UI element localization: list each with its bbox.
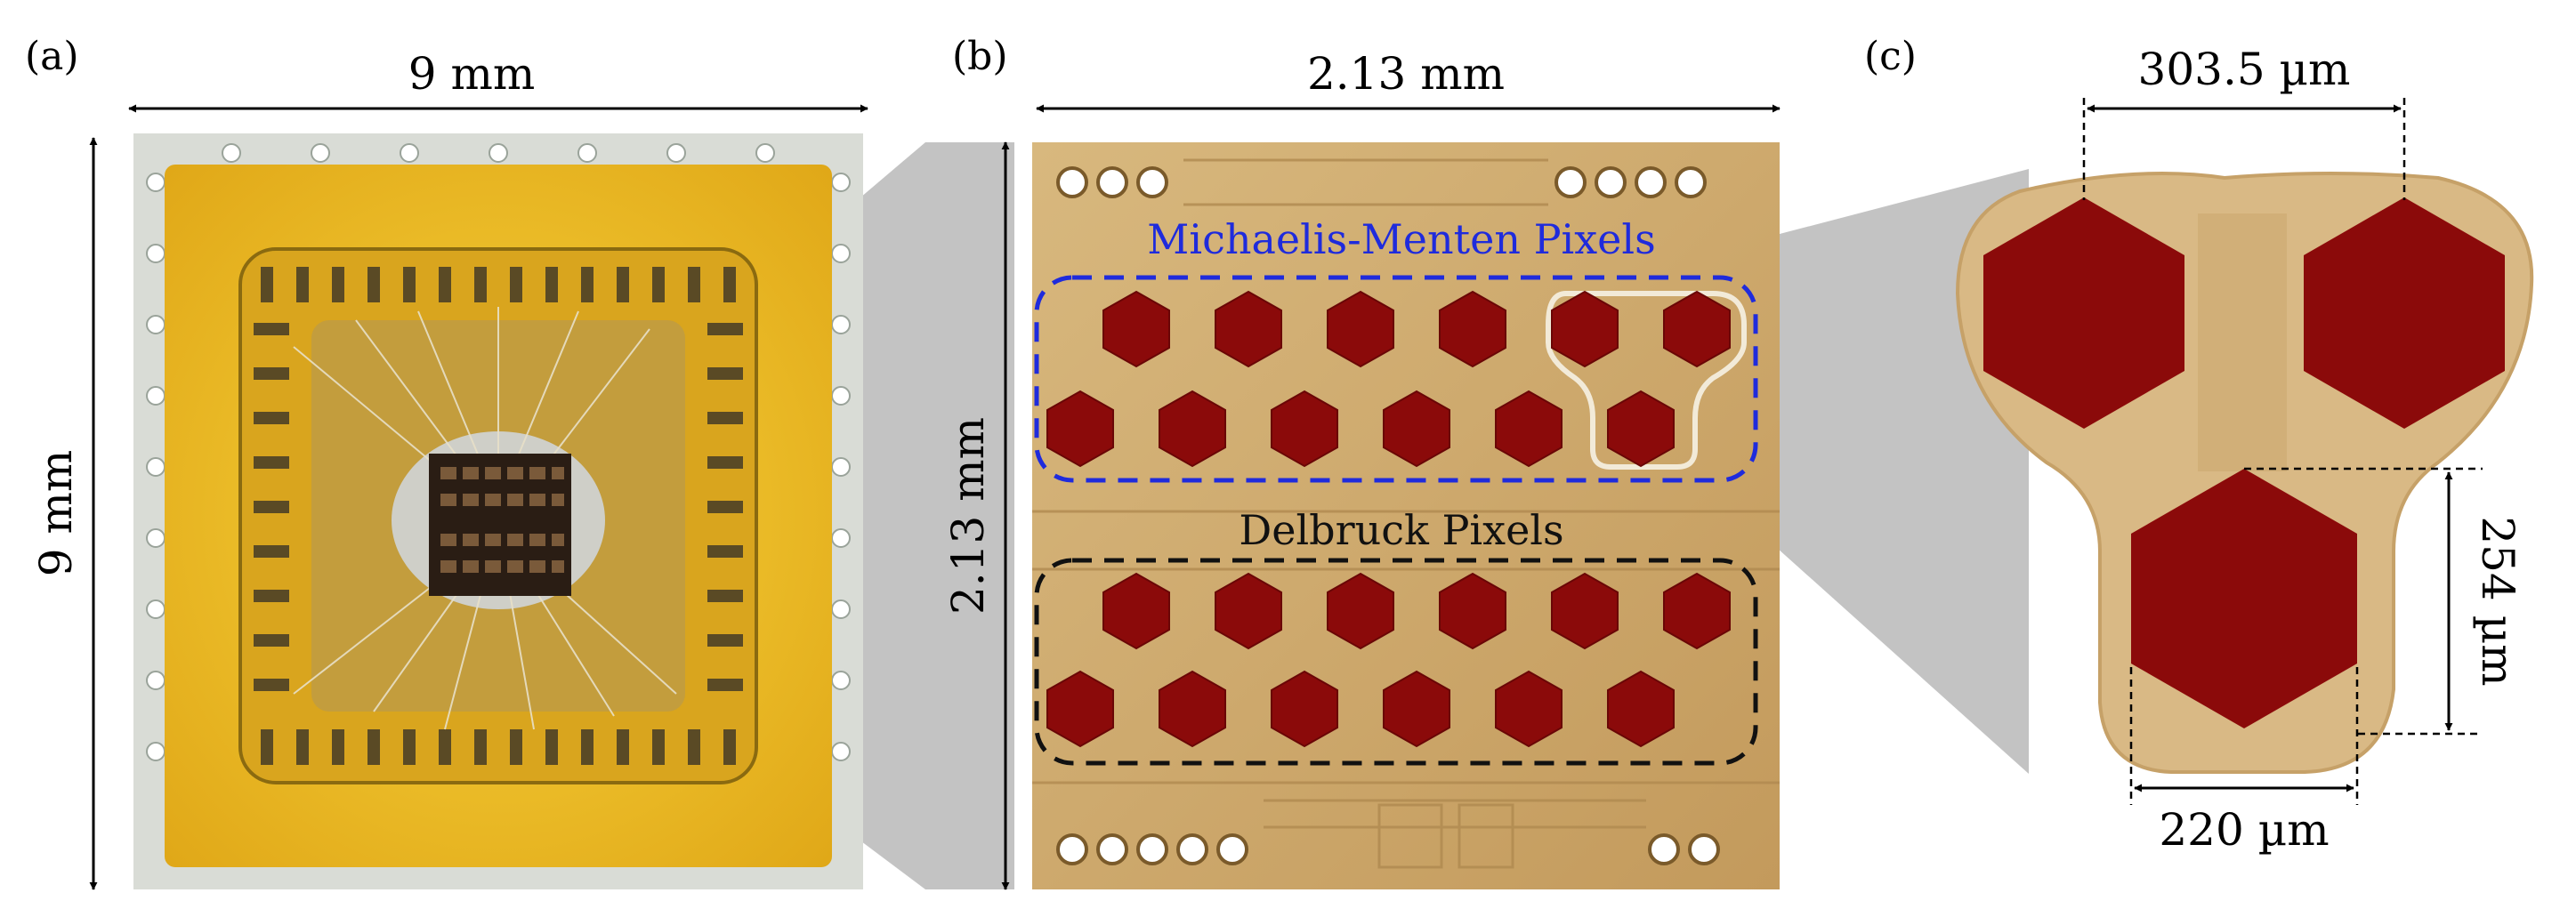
panel-b-label: (b) — [952, 34, 1008, 79]
delbruck-label: Delbruck Pixels — [1239, 506, 1563, 554]
bottom-dimension: 220 µm — [2129, 667, 2359, 856]
panel-b-height-dimension: 2.13 mm — [942, 141, 1010, 890]
michaelis-menten-label: Michaelis-Menten Pixels — [1147, 215, 1655, 263]
panel-a-label: (a) — [25, 34, 79, 79]
right-dimension: 254 µm — [2244, 467, 2524, 736]
top-dimension: 303.5 µm — [2082, 44, 2406, 200]
michaelis-menten-group: Michaelis-Menten Pixels — [1034, 215, 1758, 483]
panel-b-width-dimension: 2.13 mm — [1036, 48, 1781, 113]
panel-a-height-dimension: 9 mm — [30, 137, 98, 890]
panel-b-width-label: 2.13 mm — [1307, 48, 1505, 100]
panel-c: (c) 303.5 µm 254 µm — [1864, 34, 2534, 856]
panel-a-height-label: 9 mm — [30, 450, 82, 577]
panel-c-label: (c) — [1864, 34, 1917, 79]
delbruck-pixels — [1046, 572, 1731, 748]
top-dimension-label: 303.5 µm — [2138, 44, 2351, 95]
michaelis-menten-pixels — [1046, 290, 1731, 468]
closeup-pixels — [1983, 197, 2505, 728]
bottom-dimension-label: 220 µm — [2159, 804, 2329, 856]
panel-b: (b) 2.13 mm 2.13 mm — [942, 34, 1781, 890]
panel-a-width-label: 9 mm — [408, 48, 536, 100]
panel-a-width-dimension: 9 mm — [128, 48, 868, 113]
panel-a: (a) 9 mm 9 mm — [25, 34, 868, 890]
pixel-cluster-closeup — [1955, 172, 2534, 774]
delbruck-group: Delbruck Pixels — [1034, 506, 1758, 766]
right-dimension-label: 254 µm — [2472, 516, 2524, 686]
chip-package-photo — [133, 133, 863, 889]
panel-b-height-label: 2.13 mm — [942, 417, 994, 615]
